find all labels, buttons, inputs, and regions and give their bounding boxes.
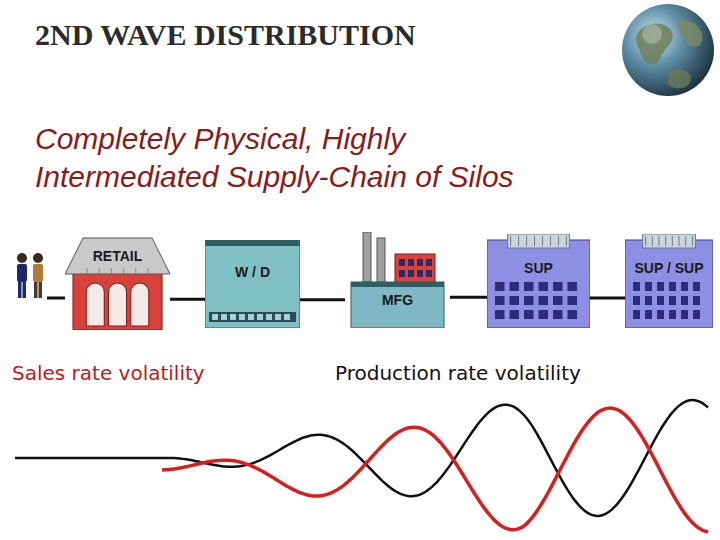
chain-connector <box>450 296 487 299</box>
building-label: RETAIL <box>65 248 170 264</box>
building-shape <box>205 240 300 328</box>
chain-connector <box>170 298 205 301</box>
building-label: SUP <box>487 260 590 276</box>
building-shape <box>345 232 450 328</box>
globe <box>622 4 714 96</box>
axis-note: Sales rate volatility <box>12 360 205 386</box>
axis-note: Production rate volatility <box>335 360 581 386</box>
building-node: W / D <box>205 240 300 328</box>
building-label: MFG <box>345 292 450 308</box>
building-node: SUP / SUP <box>625 234 713 328</box>
subtitle: Completely Physical, Highly Intermediate… <box>35 120 525 196</box>
building-node: MFG <box>345 232 450 328</box>
chain-connector <box>590 296 625 299</box>
chain-connector <box>300 298 345 301</box>
building-label: W / D <box>205 264 300 280</box>
building-shape <box>625 234 713 328</box>
building-node: SUP <box>487 234 590 328</box>
people-icon <box>17 253 43 298</box>
title: 2ND WAVE DISTRIBUTION <box>35 18 416 52</box>
customer-line <box>47 297 65 300</box>
building-label: SUP / SUP <box>625 260 713 276</box>
production-wave <box>15 400 708 516</box>
sales-wave <box>162 408 708 532</box>
building-shape <box>487 234 590 328</box>
building-node: RETAIL <box>65 234 170 330</box>
